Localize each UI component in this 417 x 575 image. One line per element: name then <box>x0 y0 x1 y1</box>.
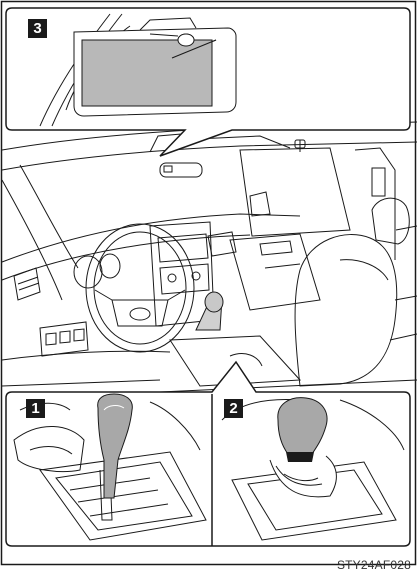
steering-wheel <box>86 224 194 352</box>
manual-boot-ring <box>286 452 314 462</box>
front-seat <box>295 235 397 386</box>
inset-3-mirror <box>6 8 410 156</box>
interior-scene <box>2 122 417 392</box>
callout-badge-3: 3 <box>28 19 47 38</box>
callout-badge-2: 2 <box>224 399 243 418</box>
figure-code: STY24AF028 <box>337 558 411 572</box>
callout-badge-1: 1 <box>26 399 45 418</box>
rearview-mirror-small <box>160 163 202 177</box>
